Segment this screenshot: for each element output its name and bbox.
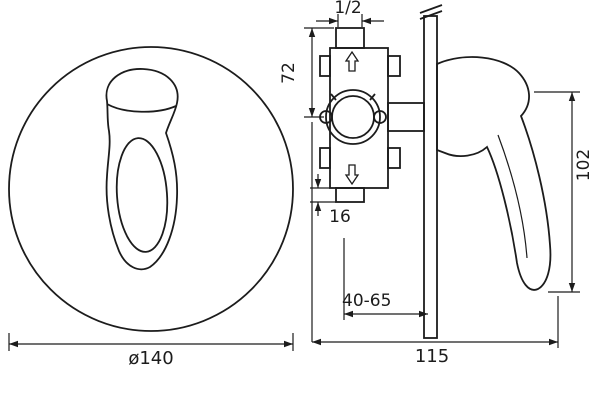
dim-outlet-offset: [310, 174, 336, 216]
dim-front-diameter: [8, 333, 294, 351]
lug-bottom-right: [387, 147, 401, 169]
dim-inlet-height: [304, 27, 334, 118]
flow-arrow-down: [344, 164, 360, 186]
side-view-body: [319, 4, 552, 339]
lug-bottom-left: [319, 147, 331, 169]
plate-break-mark: [419, 4, 443, 14]
dim-label-depth-range: 40-65: [342, 291, 391, 311]
handle-front-crease-line: [106, 103, 177, 113]
cartridge-tick-left: [330, 93, 337, 101]
cartridge-outer-circle: [325, 89, 381, 145]
inlet-stub: [335, 27, 365, 49]
faceplate-circle: [8, 46, 294, 332]
cartridge-right-boss: [373, 110, 387, 124]
outlet-stub: [335, 187, 365, 203]
lug-top-right: [387, 55, 401, 77]
dim-overall-width: [311, 122, 559, 348]
plate-break-mark: [419, 10, 443, 20]
lug-top-left: [319, 55, 331, 77]
dim-label-overall-width: 115: [415, 346, 449, 367]
dim-label-outlet-offset: 16: [329, 207, 351, 227]
cartridge-tick-right: [369, 93, 376, 101]
dim-label-handle-height: 102: [574, 149, 594, 181]
front-view: [8, 46, 294, 332]
handle-side-outline: [436, 56, 552, 291]
handle-side-detail-line: [497, 134, 528, 259]
flow-arrow-up: [344, 50, 360, 72]
dim-label-diameter: ø140: [128, 348, 173, 369]
cartridge-inner-circle: [331, 95, 375, 139]
dim-depth-range: [343, 238, 428, 320]
dim-label-thread: 1/2: [334, 0, 361, 18]
wall-plate: [423, 15, 438, 339]
cartridge-stem: [387, 102, 425, 132]
handle-front-outline: [105, 68, 179, 271]
handle-front-inner-oval: [115, 137, 169, 253]
dim-thread: [316, 14, 384, 27]
dim-label-inlet-height: 72: [279, 62, 299, 84]
dim-handle-height: [534, 91, 580, 293]
